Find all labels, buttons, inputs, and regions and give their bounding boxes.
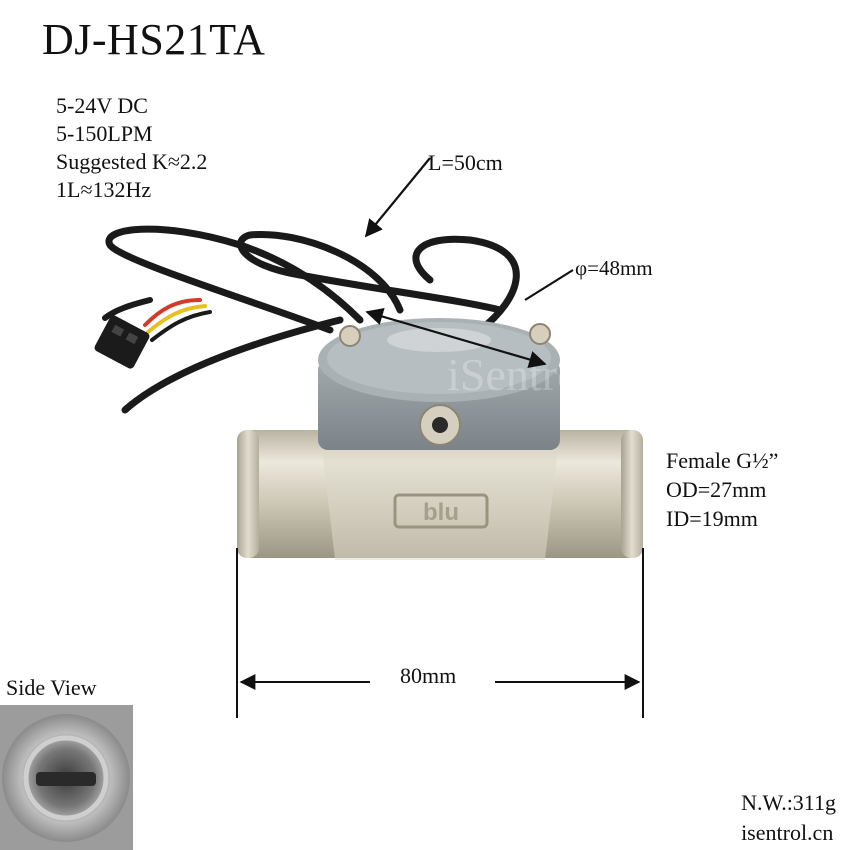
cable [102,225,520,414]
side-view-label: Side View [6,675,97,700]
footer-info: N.W.:311g isentrol.cn [741,788,836,848]
connector-plug [94,315,150,369]
inner-diameter: ID=19mm [666,506,758,531]
side-view-image [0,705,133,850]
cable-length-label: L=50cm [428,150,503,175]
spec-list: 5-24V DC 5-150LPM Suggested K≈2.2 1L≈132… [56,92,207,204]
body-logo: blu [393,493,489,529]
net-weight: N.W.:311g [741,790,836,815]
thread-type: Female G½” [666,448,779,473]
outer-diameter: OD=27mm [666,477,767,502]
spec-voltage: 5-24V DC [56,93,148,118]
spec-k-factor: Suggested K≈2.2 [56,149,208,174]
spec-pulse-rate: 1L≈132Hz [56,177,152,202]
website-link: isentrol.cn [741,820,834,845]
thread-specs: Female G½” OD=27mm ID=19mm [666,446,778,533]
diameter-leader-line [524,269,574,301]
diameter-dimension-line [365,307,547,369]
length-label: 80mm [400,663,457,688]
body-logo-text: blu [423,499,459,526]
wire-leads [143,298,212,342]
diameter-label: φ=48mm [575,256,653,280]
length-dimension [236,548,644,718]
cable-leader-line [364,157,431,238]
product-title: DJ-HS21TA [42,15,266,64]
spec-flow-range: 5-150LPM [56,121,153,146]
